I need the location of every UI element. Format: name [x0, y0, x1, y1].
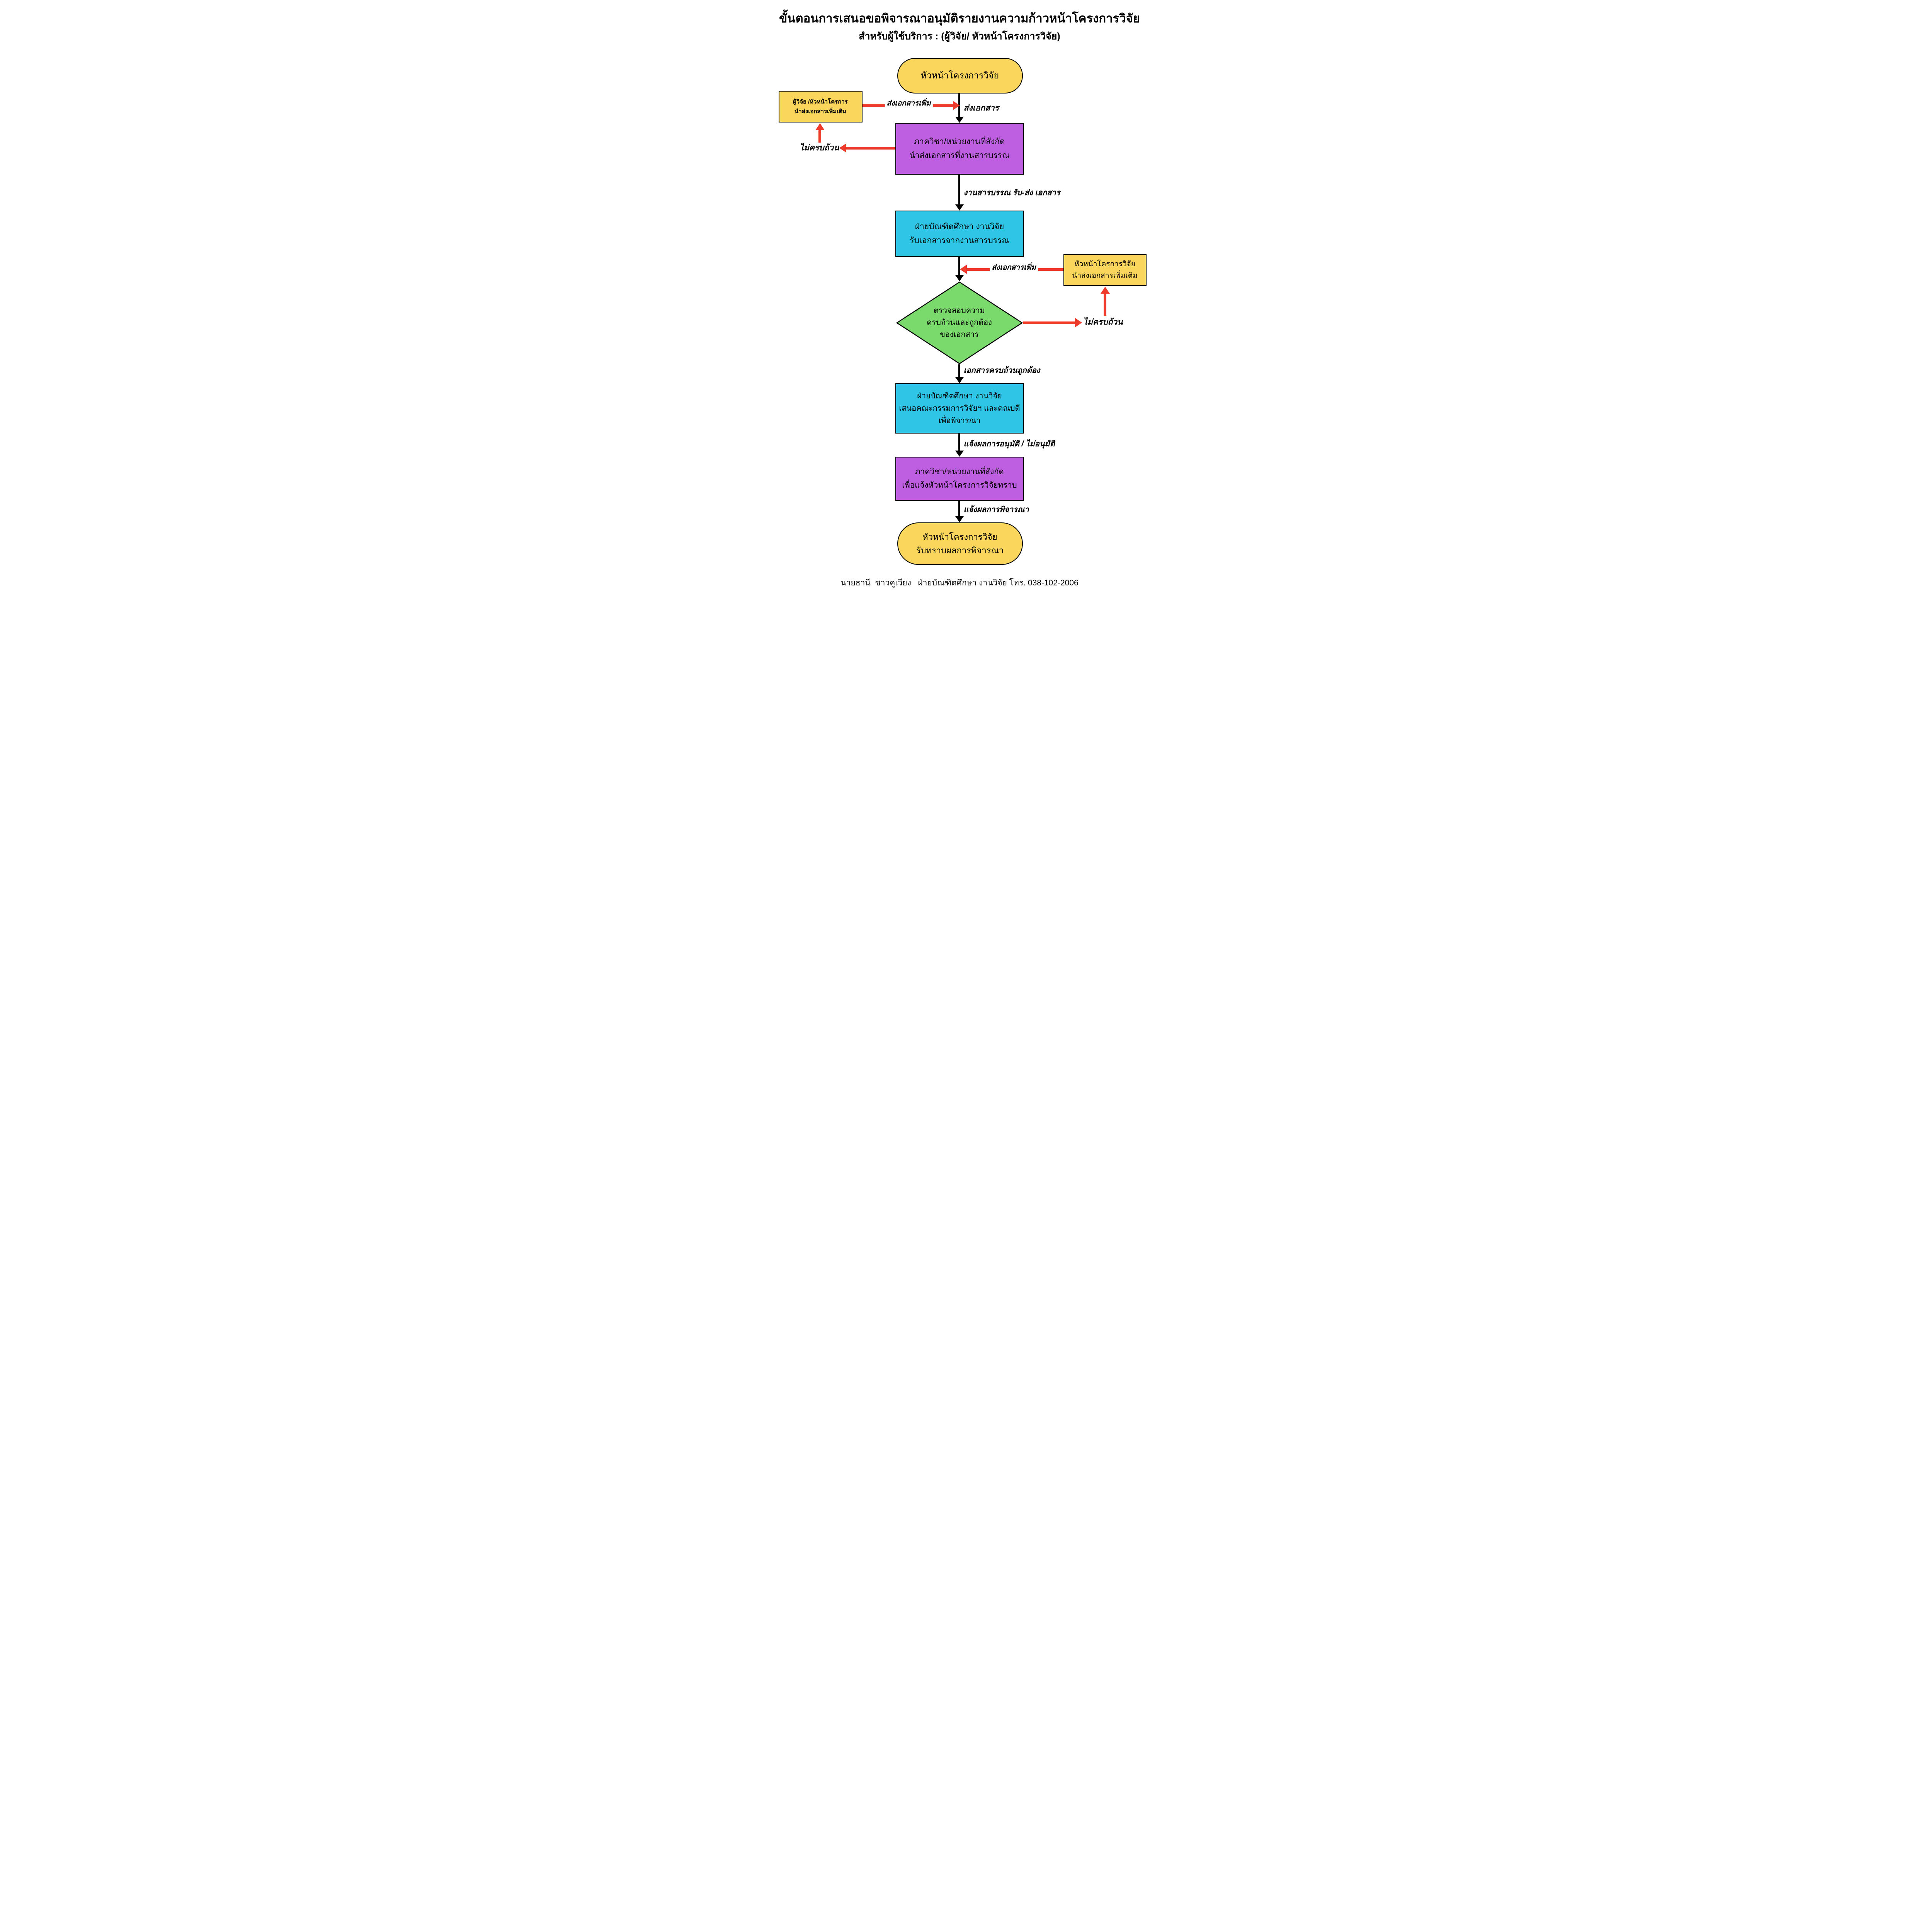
node-end: หัวหน้าโครงการวิจัย รับทราบผลการพิจารณา: [897, 522, 1023, 565]
node-graduate-receive: ฝ่ายบัณฑิตศึกษา งานวิจัย รับเอกสารจากงาน…: [895, 211, 1024, 257]
arrow-decision-to-propose-line: [958, 364, 960, 377]
node-graduate-propose: ฝ่ายบัณฑิตศึกษา งานวิจัย เสนอคณะกรรมการว…: [895, 383, 1024, 434]
node-department-notify: ภาควิชา/หน่วยงานที่สังกัด เพื่อแจ้งหัวหน…: [895, 457, 1024, 501]
arrow-graduate-to-decision-line: [958, 257, 960, 275]
footer-contact: นายธานี ชาวคูเวียง ฝ่ายบัณฑิตศึกษา งานวิ…: [840, 578, 1079, 587]
node-decision-check-documents: ตรวจสอบความ ครบถ้วนและถูกต้อง ของเอกสาร: [896, 281, 1023, 364]
edge-label-send-documents: ส่งเอกสาร: [963, 104, 999, 112]
diamond-shape: [896, 281, 1023, 364]
edge-label-notify-result: แจ้งผลการพิจารณา: [963, 505, 1029, 514]
arrow-notify-to-end-line: [958, 501, 960, 516]
arrow-up-icon: [1100, 287, 1110, 294]
decision-label: ตรวจสอบความ ครบถ้วนและถูกต้อง ของเอกสาร: [927, 306, 992, 339]
node-researcher-resubmit: ผู้วิจัย /หัวหน้าโครการ นำส่งเอกสารเพิ่ม…: [778, 91, 863, 122]
edge-label-notify-approval: แจ้งผลการอนุมัติ / ไม่อนุมัติ: [963, 440, 1055, 448]
arrow-incomplete-left-up-line: [818, 130, 821, 143]
edge-label-incomplete-left: ไม่ครบถ้วน: [800, 143, 839, 152]
arrow-left-icon: [839, 143, 846, 153]
flowchart-page: ขั้นตอนการเสนอขอพิจารณาอนุมัติรายงานความ…: [746, 0, 1173, 602]
arrow-up-icon: [815, 123, 825, 130]
arrow-propose-to-notify-line: [958, 434, 960, 451]
arrow-down-icon: [955, 451, 964, 457]
node-start: หัวหน้าโครงการวิจัย: [897, 58, 1023, 94]
arrow-incomplete-right-up-line: [1103, 294, 1106, 316]
arrow-down-icon: [955, 117, 964, 123]
edge-label-send-more-right: ส่งเอกสารเพิ่ม: [990, 263, 1038, 273]
arrow-right-icon: [1075, 318, 1082, 327]
edge-label-documents-complete: เอกสารครบถ้วนถูกต้อง: [963, 366, 1040, 375]
arrow-incomplete-left-line: [846, 147, 895, 150]
page-subtitle: สำหรับผู้ใช้บริการ : (ผู้วิจัย/ หัวหน้าโ…: [859, 31, 1060, 42]
page-title: ขั้นตอนการเสนอขอพิจารณาอนุมัติรายงานความ…: [779, 12, 1140, 25]
arrow-down-icon: [955, 204, 964, 211]
arrow-left-icon: [960, 265, 967, 274]
arrow-department-to-graduate-line: [958, 175, 960, 204]
arrow-incomplete-right-line: [1023, 321, 1075, 324]
edge-label-incomplete-right: ไม่ครบถ้วน: [1083, 318, 1123, 327]
arrow-right-icon: [953, 101, 960, 110]
node-head-resubmit: หัวหน้าโครการวิจัย นำส่งเอกสารเพิ่มเติม: [1063, 254, 1147, 286]
node-department-submit: ภาควิชา/หน่วยงานที่สังกัด นำส่งเอกสารที่…: [895, 123, 1024, 175]
arrow-down-icon: [955, 516, 964, 522]
arrow-down-icon: [955, 377, 964, 383]
arrow-down-icon: [955, 275, 964, 281]
edge-label-send-more-left: ส่งเอกสารเพิ่ม: [885, 99, 933, 109]
edge-label-records-office: งานสารบรรณ รับ-ส่ง เอกสาร: [963, 189, 1060, 197]
